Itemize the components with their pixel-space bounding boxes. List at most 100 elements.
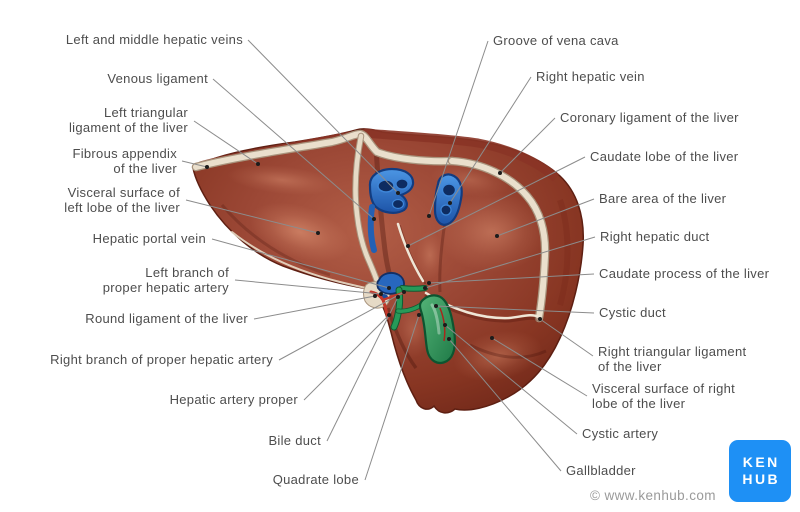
label-coronary-ligament: Coronary ligament of the liver bbox=[560, 110, 739, 125]
leader-line bbox=[234, 279, 382, 295]
leader-line bbox=[407, 156, 586, 247]
gallbladder-body bbox=[418, 294, 456, 365]
leader-line bbox=[247, 39, 399, 194]
leader-line bbox=[181, 160, 208, 168]
label-fibrous-appendix: Fibrous appendix of the liver bbox=[72, 146, 177, 176]
left-middle-hepatic-veins-shape bbox=[367, 167, 415, 253]
leader-dot bbox=[495, 234, 499, 238]
label-left-branch-proper-hepatic-artery: Left branch of proper hepatic artery bbox=[102, 265, 229, 295]
leader-line bbox=[491, 337, 588, 397]
kenhub-logo-line2: HUB bbox=[742, 471, 781, 487]
label-right-hepatic-duct: Right hepatic duct bbox=[600, 229, 710, 244]
leader-line bbox=[424, 236, 596, 289]
falciform-groove-band bbox=[353, 133, 380, 284]
leader-dot bbox=[443, 323, 447, 327]
liver-sheen bbox=[249, 202, 351, 262]
vessel-lumen bbox=[441, 183, 457, 197]
leader-dot bbox=[402, 290, 406, 294]
label-bile-duct: Bile duct bbox=[268, 433, 321, 448]
leader-line bbox=[444, 324, 578, 435]
label-left-triangular-ligament: Left triangular ligament of the liver bbox=[68, 105, 188, 135]
leader-line bbox=[253, 295, 376, 320]
leader-dot bbox=[372, 217, 376, 221]
label-cystic-artery: Cystic artery bbox=[582, 426, 659, 441]
ligament-band-right bbox=[449, 158, 549, 321]
gallbladder-shape bbox=[418, 294, 456, 365]
kenhub-logo-line1: KEN bbox=[742, 454, 780, 470]
liver-sheen bbox=[416, 231, 444, 279]
label-caudate-lobe: Caudate lobe of the liver bbox=[590, 149, 739, 164]
label-right-branch-proper-hepatic-artery: Right branch of proper hepatic artery bbox=[50, 352, 273, 367]
right-hepatic-duct-shape bbox=[400, 286, 427, 291]
leader-dot bbox=[373, 294, 377, 298]
vessel-lumen bbox=[395, 178, 409, 190]
liver-edge-strip bbox=[363, 128, 559, 182]
leader-line bbox=[278, 291, 405, 361]
leader-dot bbox=[256, 162, 260, 166]
leader-line bbox=[496, 198, 595, 237]
gallbladder-highlight bbox=[430, 303, 441, 335]
label-cystic-duct: Cystic duct bbox=[599, 305, 666, 320]
leader-line bbox=[364, 314, 420, 481]
liver-crease bbox=[557, 199, 571, 306]
liver-crease bbox=[220, 204, 331, 277]
label-right-triangular-ligament: Right triangular ligament of the liver bbox=[598, 344, 747, 374]
leader-line bbox=[212, 78, 375, 220]
label-round-ligament: Round ligament of the liver bbox=[85, 311, 248, 326]
leader-dot bbox=[379, 292, 383, 296]
leader-dot bbox=[448, 201, 452, 205]
leader-dot bbox=[316, 231, 320, 235]
leader-dot bbox=[538, 317, 542, 321]
label-left-and-middle-hepatic-veins: Left and middle hepatic veins bbox=[65, 32, 243, 47]
leader-line bbox=[326, 296, 399, 442]
liver-crease bbox=[469, 343, 547, 359]
leader-dot bbox=[387, 313, 391, 317]
leader-line bbox=[449, 76, 532, 204]
leader-dot bbox=[490, 336, 494, 340]
leader-line bbox=[539, 318, 594, 357]
leader-dot bbox=[396, 295, 400, 299]
leader-line bbox=[499, 117, 556, 174]
venous-ligament-groove bbox=[367, 204, 377, 253]
inferior-margin-line bbox=[231, 231, 371, 290]
leader-dot bbox=[498, 171, 502, 175]
label-quadrate-lobe: Quadrate lobe bbox=[272, 472, 359, 487]
label-bare-area: Bare area of the liver bbox=[599, 191, 727, 206]
liver-sheen bbox=[453, 330, 543, 382]
caudate-fold-line bbox=[396, 222, 425, 283]
label-venous-ligament: Venous ligament bbox=[107, 71, 208, 86]
label-visceral-surface-right-lobe: Visceral surface of right lobe of the li… bbox=[592, 381, 736, 411]
kenhub-logo[interactable]: KEN HUB bbox=[729, 440, 791, 502]
leader-line bbox=[428, 273, 595, 284]
leader-line bbox=[448, 338, 562, 472]
label-hepatic-portal-vein: Hepatic portal vein bbox=[92, 231, 206, 246]
leader-dot bbox=[205, 165, 209, 169]
copyright-text[interactable]: © www.kenhub.com bbox=[590, 488, 716, 503]
vessel-lumen bbox=[391, 198, 405, 210]
leader-dot bbox=[434, 304, 438, 308]
leader-dot bbox=[427, 214, 431, 218]
liver-sheen bbox=[227, 164, 337, 196]
leader-dot bbox=[396, 191, 400, 195]
liver-sheen bbox=[437, 192, 547, 272]
leader-dot bbox=[387, 286, 391, 290]
label-right-hepatic-vein: Right hepatic vein bbox=[536, 69, 645, 84]
leader-line bbox=[211, 238, 390, 289]
vessel-lumen bbox=[377, 179, 395, 193]
leader-dot bbox=[447, 337, 451, 341]
vessel-lumen bbox=[440, 204, 452, 216]
right-hepatic-vein-shape bbox=[433, 173, 463, 226]
leader-dot bbox=[423, 286, 427, 290]
leader-line bbox=[428, 40, 489, 217]
label-visceral-surface-left-lobe: Visceral surface of left lobe of the liv… bbox=[64, 185, 180, 215]
leader-dot bbox=[417, 313, 421, 317]
leader-dot bbox=[406, 244, 410, 248]
leader-lines bbox=[181, 39, 596, 481]
label-groove-of-vena-cava: Groove of vena cava bbox=[493, 33, 619, 48]
leader-dot bbox=[427, 281, 431, 285]
leader-line bbox=[193, 120, 259, 165]
label-gallbladder: Gallbladder bbox=[566, 463, 636, 478]
label-caudate-process: Caudate process of the liver bbox=[599, 266, 770, 281]
